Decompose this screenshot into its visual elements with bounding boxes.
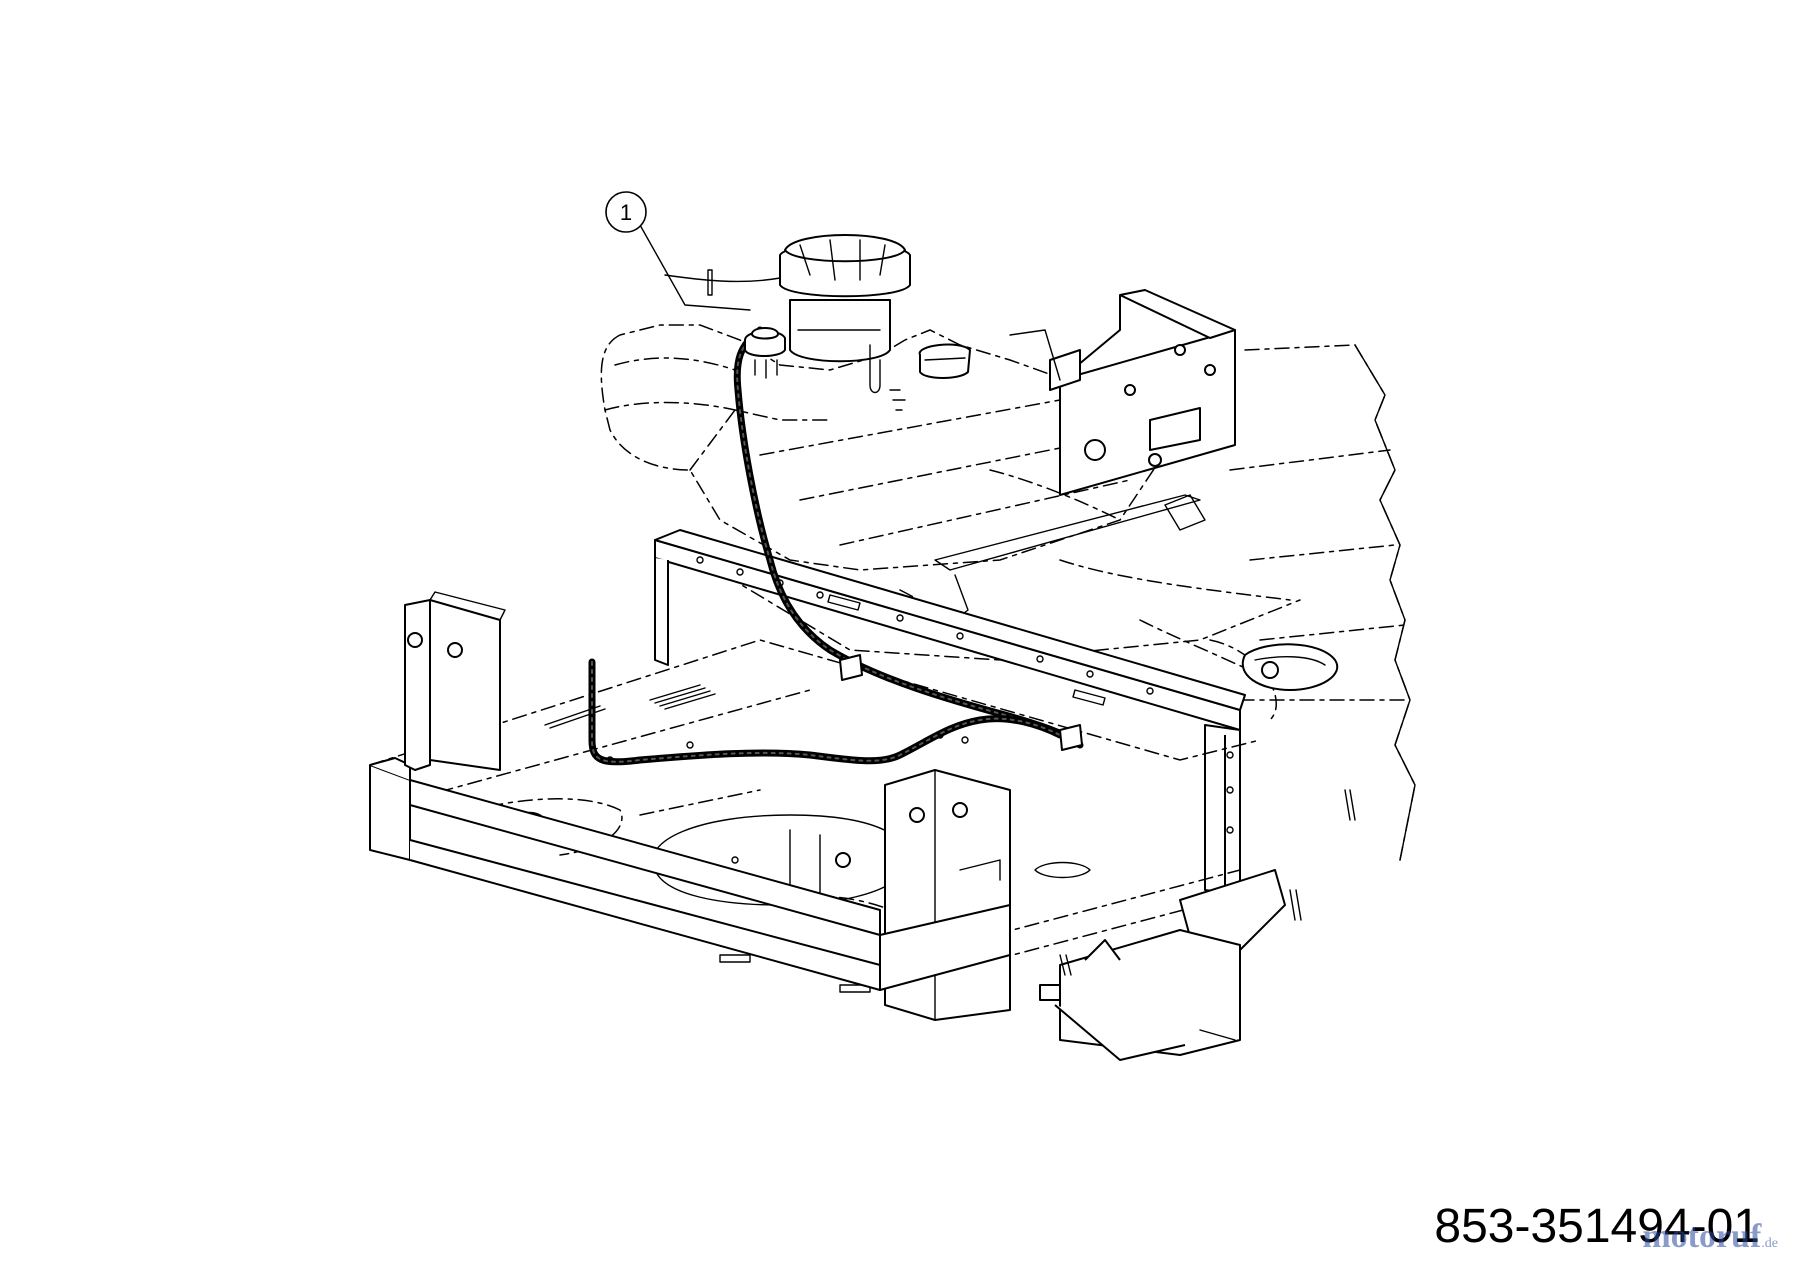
- frame-cross-member: [654, 529, 1246, 896]
- part-number: 853-351494-01: [1434, 1200, 1760, 1253]
- frame-holes: [696, 556, 1234, 834]
- watermark-text: motoruf: [1642, 1218, 1762, 1255]
- watermark-tld: .de: [1761, 1236, 1778, 1251]
- frame-springs: [544, 684, 1356, 976]
- seat-bracket: [1009, 289, 1236, 496]
- left-mount-bracket: [404, 591, 506, 771]
- fuel-fitting: [918, 343, 971, 379]
- callout-circle: [605, 191, 647, 233]
- right-mount-bracket: [879, 769, 1011, 1021]
- left-frame-rail: [369, 757, 881, 991]
- lower-right-bracket: [1039, 869, 1286, 1061]
- fuel-cap: [664, 234, 911, 411]
- callout-1: 1: [605, 191, 751, 311]
- rear-body-panels: [1229, 344, 1416, 861]
- watermark-logo: motoruf.de: [1642, 1218, 1778, 1256]
- fuel-line-harness: [588, 326, 1084, 766]
- hose-fitting: [744, 327, 786, 379]
- callout-label: 1: [620, 200, 632, 225]
